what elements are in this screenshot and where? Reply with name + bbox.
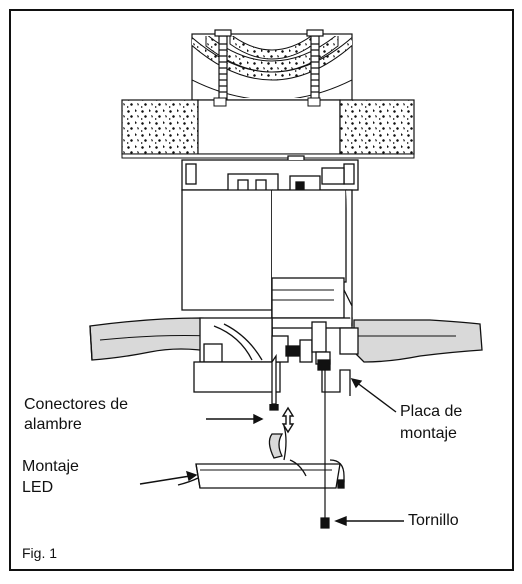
leader-arrows <box>139 377 404 527</box>
label-placa-line2: montaje <box>400 425 457 442</box>
label-conectores-line1: Conectores de <box>24 396 129 413</box>
fan-blades <box>89 317 483 363</box>
up-down-arrow <box>281 406 295 434</box>
label-tornillo: Tornillo <box>408 512 459 529</box>
label-montaje-line2: LED <box>22 479 54 496</box>
ceiling-electrical-box <box>191 29 353 105</box>
label-montaje-line1: Montaje <box>22 458 79 475</box>
label-placa-line1: Placa de <box>400 403 463 420</box>
ceiling-panel <box>121 97 415 159</box>
switch-housing <box>193 321 351 396</box>
led-light-kit <box>195 459 345 489</box>
mounting-bracket-top <box>181 155 359 229</box>
screw-rod <box>320 370 330 529</box>
figure-caption: Fig. 1 <box>22 545 58 561</box>
label-conectores-line2: alambre <box>24 416 82 433</box>
wire-connectors <box>268 353 287 461</box>
